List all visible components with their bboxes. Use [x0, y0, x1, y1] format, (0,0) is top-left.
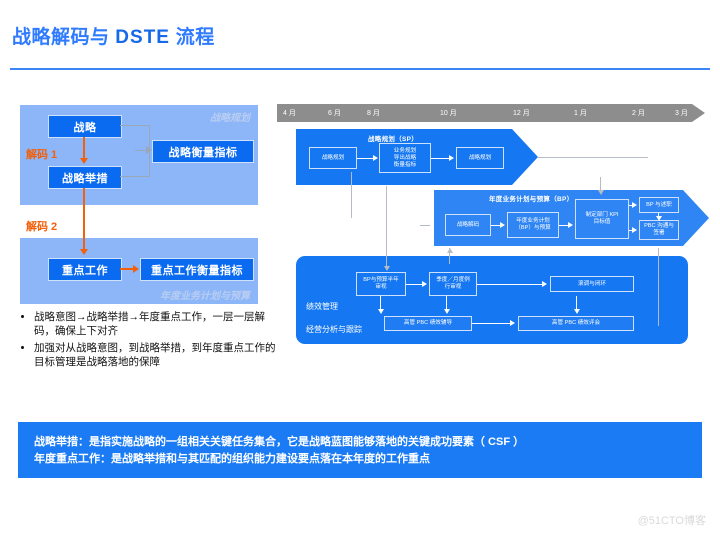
decode-1-label: 解码 1: [26, 149, 58, 161]
band-business-plan: 年度业务计划与预算（BP） 战略解码 年度业务计划 （BP）与预算 制定部门 K…: [434, 190, 709, 246]
footer-note-line-1: 战略举措：是指实施战略的一组相关关键任务集合，它是战略蓝图能够落地的关键成功要素…: [34, 436, 525, 448]
band3-arrow-1-line: [406, 284, 423, 285]
timeline-mark: 2 月: [632, 110, 645, 117]
arrowhead-action-to-keywork: [80, 249, 88, 255]
band1-box-sp-output[interactable]: 战略规划: [456, 147, 504, 169]
connector-band1-to-band2-h: [538, 157, 648, 158]
connector-band3-up-head: [447, 248, 453, 253]
connector-dept-kpi-down-head: [384, 266, 390, 271]
bullet-list: 战略意图→战略举措→年度重点工作，一层一层解码，确保上下对齐 加强对从战略意图，…: [18, 310, 276, 372]
timeline-bar: 4 月 6 月 8 月 10 月 12 月 1 月 2 月 3 月: [277, 104, 705, 122]
band3-box-rolling-closeloop[interactable]: 滚调与闭环: [550, 276, 634, 292]
band3-arrow-3-head: [378, 309, 384, 314]
band3-box-pbc-coaching[interactable]: 高管 PBC 绩效辅导: [384, 316, 472, 331]
connector-band2-entry-head: [428, 222, 433, 228]
arrowhead-strategy-down: [80, 158, 88, 164]
band3-arrow-5-line: [472, 323, 510, 324]
band1-arrow-1-head: [373, 155, 378, 161]
box-strategy-action[interactable]: 战略举措: [48, 166, 122, 189]
band2-arrow-5-line: [658, 213, 659, 218]
page-title-suffix: 流程: [175, 27, 215, 48]
band3-arrow-2-head: [542, 281, 547, 287]
connector-band1-down-v: [351, 172, 352, 218]
band-strategy-planning: 战略规划（SP） 战略规划 业务规划 导出战略 衡量指标 战略规划: [296, 129, 538, 185]
band2-arrow-3-head: [632, 202, 637, 208]
page-title: 战略解码与 DSTE 流程: [12, 22, 215, 49]
band3-arrow-4-line: [446, 296, 447, 310]
band2-arrow-1-line: [491, 225, 501, 226]
footer-note: 战略举措：是指实施战略的一组相关关键任务集合，它是战略蓝图能够落地的关键成功要素…: [18, 422, 702, 478]
page-title-latin: DSTE: [115, 27, 170, 48]
connector-band2-to-band3-v: [449, 248, 450, 264]
connector-band2-entry-line: [420, 225, 430, 226]
box-strategy-kpi[interactable]: 战略衡量指标: [152, 140, 254, 163]
connector-strategy-to-kpi-h: [120, 125, 150, 126]
band3-arrow-6-head: [574, 309, 580, 314]
title-divider: [10, 68, 710, 70]
left-panel-bp-label: 年度业务计划与预算: [160, 291, 250, 302]
connector-band1-kpi-down-head: [598, 190, 604, 195]
connector-keywork-to-kpi: [120, 268, 134, 270]
timeline-mark: 12 月: [513, 110, 530, 117]
band1-title: 战略规划（SP）: [368, 136, 419, 143]
band3-arrow-5-head: [510, 320, 515, 326]
connector-band1-kpi-down: [600, 177, 601, 193]
connector-action-to-kpi-h: [120, 176, 150, 177]
band3-box-bp-halfyear-review[interactable]: BP与预算半年 审视: [356, 272, 406, 296]
timeline-mark: 10 月: [440, 110, 457, 117]
band3-arrow-6-line: [576, 296, 577, 310]
box-key-work-kpi[interactable]: 重点工作衡量指标: [140, 258, 254, 281]
connector-dept-kpi-down-v: [386, 186, 387, 268]
band2-box-pbc-sign[interactable]: PBC 沟通与 签署: [639, 220, 679, 240]
connector-strategy-to-kpi-v: [149, 125, 150, 150]
band3-label-performance: 绩效管理: [306, 302, 338, 311]
connector-action-to-keywork: [83, 188, 85, 250]
band2-arrow-3-line: [629, 205, 633, 206]
band1-box-derive-strategy[interactable]: 业务规划 导出战略 衡量指标: [379, 143, 431, 173]
band-performance-management: 绩效管理 经营分析与跟踪 BP与预算半年 审视 季度／月度例 行审视 滚调与闭环…: [296, 256, 688, 344]
timeline-mark: 3 月: [675, 110, 688, 117]
band2-arrow-4-head: [632, 227, 637, 233]
band1-arrow-2-head: [449, 155, 454, 161]
watermark: @51CTO博客: [637, 515, 706, 527]
page-title-prefix: 战略解码与: [12, 27, 110, 48]
timeline-mark: 1 月: [574, 110, 587, 117]
footer-note-line-2: 年度重点工作：是战略举措和与其匹配的组织能力建设要点落在本年度的工作重点: [34, 453, 430, 465]
band2-box-bp-review[interactable]: BP 与述职: [639, 197, 679, 213]
band2-box-bp-budget[interactable]: 年度业务计划 （BP）与预算: [507, 212, 559, 238]
arrowhead-keywork-to-kpi: [133, 265, 139, 273]
band1-arrow-1-line: [357, 158, 374, 159]
timeline-mark: 8 月: [367, 110, 380, 117]
band2-arrow-5-head: [656, 216, 662, 221]
band3-arrow-4-head: [444, 309, 450, 314]
band3-arrow-3-line: [380, 296, 381, 310]
list-item: 加强对从战略意图，到战略举措，到年度重点工作的目标管理是战略落地的保障: [34, 341, 276, 369]
band2-arrow-2-line: [559, 225, 569, 226]
band1-box-sp-plan[interactable]: 战略规划: [309, 147, 357, 169]
band2-title: 年度业务计划与预算（BP）: [489, 196, 574, 203]
band2-arrow-1-head: [500, 222, 505, 228]
timeline-mark: 4 月: [283, 110, 296, 117]
box-strategy[interactable]: 战略: [48, 115, 122, 138]
left-panel-sp-label: 战略规划: [210, 113, 250, 124]
band3-arrow-1-head: [422, 281, 427, 287]
list-item: 战略意图→战略举措→年度重点工作，一层一层解码，确保上下对齐: [34, 310, 276, 338]
decode-2-label: 解码 2: [26, 221, 58, 233]
box-key-work[interactable]: 重点工作: [48, 258, 122, 281]
connector-to-kpi-stub: [135, 150, 149, 151]
band2-box-strategy-decode[interactable]: 战略解码: [445, 214, 491, 236]
band3-box-quarter-monthly-review[interactable]: 季度／月度例 行审视: [429, 272, 477, 296]
band2-box-dept-kpi[interactable]: 制定部门 KPI 目标值: [575, 199, 629, 239]
band3-label-analysis: 经营分析与跟踪: [306, 325, 362, 334]
arrowhead-to-strategy-kpi: [146, 146, 152, 154]
connector-strategy-down: [83, 137, 85, 159]
band1-arrow-2-line: [431, 158, 450, 159]
band3-arrow-2-line: [477, 284, 543, 285]
band3-box-pbc-evaluation[interactable]: 高管 PBC 绩效评会: [518, 316, 634, 331]
timeline-mark: 6 月: [328, 110, 341, 117]
band2-arrow-2-head: [568, 222, 573, 228]
connector-pbc-down-v: [658, 248, 659, 326]
connector-action-to-kpi-v: [149, 150, 150, 177]
band2-arrow-4-line: [629, 230, 633, 231]
